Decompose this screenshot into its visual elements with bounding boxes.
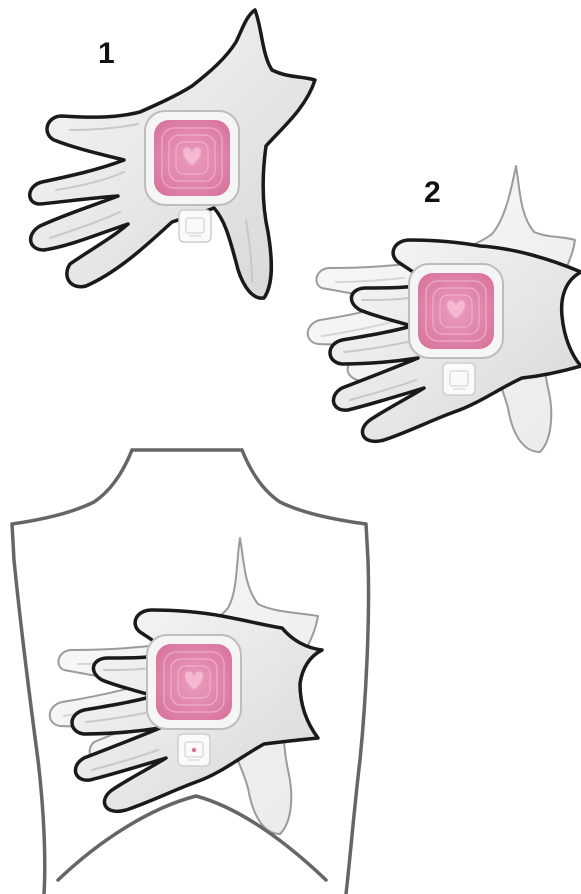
step-2-pad-indicator-icon [443, 363, 475, 395]
step-2-pad [409, 264, 503, 358]
step-2-number: 2 [424, 176, 441, 209]
chest-pad-indicator-icon [178, 734, 210, 766]
step-1-pad [145, 111, 239, 205]
chest-pad [147, 635, 241, 729]
step-1-number: 1 [98, 37, 115, 70]
step-1-pad-indicator-icon [179, 210, 211, 242]
